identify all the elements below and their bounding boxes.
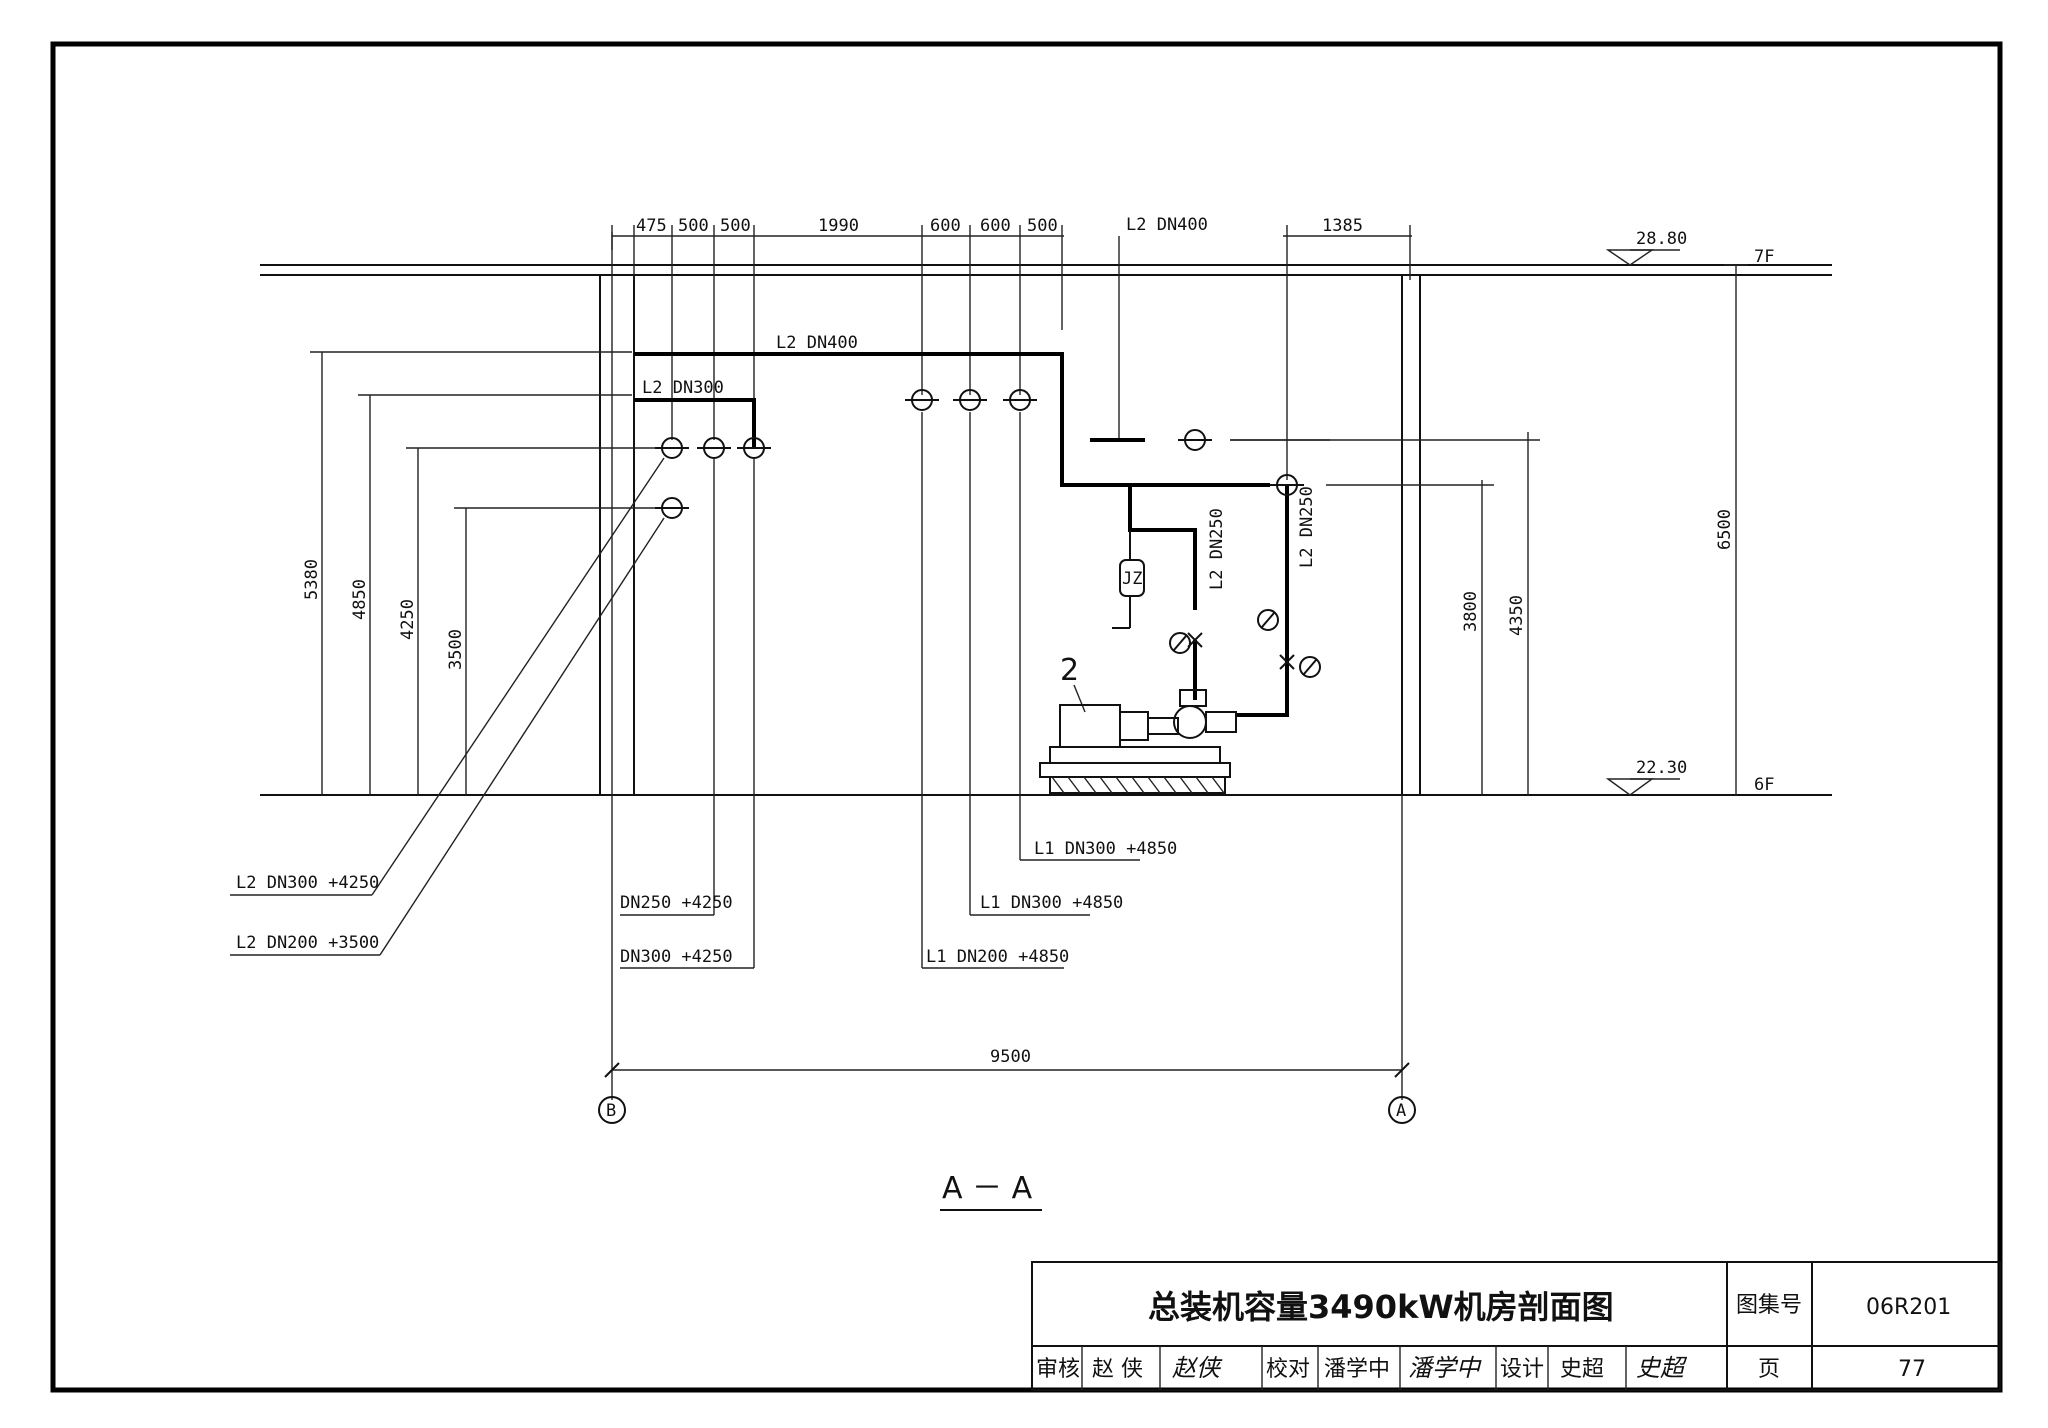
level-bottom-floor: 6F	[1754, 775, 1774, 795]
dim-top-3: 500	[720, 216, 751, 236]
l2-dn300-main-pipe	[634, 398, 756, 448]
axis-label-b: B	[606, 1101, 616, 1121]
l2-dn250-pipe-b	[1236, 485, 1289, 717]
dim-top-7: 500	[1027, 216, 1058, 236]
drawing-title: 总装机容量3490kW机房剖面图	[1148, 1288, 1614, 1326]
pipe-label-l2-dn250-a: L2 DN250	[1207, 508, 1227, 590]
level-marker-bottom: 22.30 6F	[1605, 758, 1774, 796]
leader-label-4: DN250 +4250	[620, 893, 733, 913]
level-top-value: 28.80	[1636, 229, 1687, 249]
review-label: 审核	[1036, 1357, 1080, 1382]
level-marker-top: 28.80 7F	[1605, 229, 1774, 267]
axis-bubbles: B A	[598, 1096, 1416, 1124]
dim-right-2: 4350	[1507, 595, 1527, 636]
top-dimension-chain: 475 500 500 1990 600 600 500 1385 L2 DN4…	[611, 215, 1412, 480]
pipe-sections	[655, 389, 1304, 519]
dim-left-3: 4250	[398, 599, 418, 640]
atlas-number: 06R201	[1866, 1295, 1951, 1320]
dim-top-1: 475	[636, 216, 667, 236]
pipe-network	[634, 352, 1330, 717]
atlas-label: 图集号	[1736, 1293, 1802, 1318]
overall-dimension: 9500	[604, 232, 1410, 1100]
dim-top-2: 500	[678, 216, 709, 236]
dim-top-6: 600	[980, 216, 1011, 236]
pipe-label-l2-dn250-b: L2 DN250	[1297, 486, 1317, 568]
jz-label: JZ	[1122, 569, 1142, 589]
leader-label-1: L1 DN300 +4850	[1034, 839, 1177, 859]
dim-top-4: 1990	[818, 216, 859, 236]
reviewer-name: 赵 侠	[1092, 1357, 1143, 1382]
leader-lines	[230, 412, 1140, 969]
leader-label-3: L1 DN200 +4850	[926, 947, 1069, 967]
gauges	[1169, 609, 1321, 678]
walls	[599, 275, 1421, 795]
leader-label-2: L1 DN300 +4850	[980, 893, 1123, 913]
page-label: 页	[1758, 1357, 1780, 1382]
checker-name: 潘学中	[1324, 1357, 1390, 1382]
right-elevation-dims: 3800 4350 6500	[1230, 264, 1748, 795]
level-bottom-value: 22.30	[1636, 758, 1687, 778]
leader-label-7: L2 DN200 +3500	[236, 933, 379, 953]
sheet-border	[50, 41, 2003, 1393]
reviewer-signature: 赵侠	[1172, 1354, 1223, 1382]
pump-set: 2	[1039, 653, 1237, 794]
dim-top-5: 600	[930, 216, 961, 236]
jz-device: JZ	[1112, 530, 1145, 629]
dim-top-pipe-label: L2 DN400	[1126, 215, 1208, 235]
page-number: 77	[1898, 1357, 1926, 1382]
axis-label-a: A	[1396, 1101, 1406, 1121]
designer-name: 史超	[1560, 1357, 1604, 1382]
floor-slabs	[260, 264, 1832, 796]
pipe-label-l2-dn300: L2 DN300	[642, 378, 724, 398]
pump-motor	[1059, 704, 1121, 748]
title-block: 总装机容量3490kW机房剖面图 图集号 06R201 页 77 审核 赵 侠 …	[1031, 1261, 2001, 1391]
designer-signature: 史超	[1636, 1354, 1688, 1382]
checker-signature: 潘学中	[1408, 1354, 1482, 1382]
leader-label-5: DN300 +4250	[620, 947, 733, 967]
l2-dn250-pipe-a	[1128, 485, 1197, 610]
section-title: A － A	[942, 1171, 1033, 1206]
dim-left-2: 4850	[350, 579, 370, 620]
dim-top-8: 1385	[1322, 216, 1363, 236]
dim-right-1: 3800	[1461, 591, 1481, 632]
dim-right-3: 6500	[1715, 509, 1735, 550]
level-top-floor: 7F	[1754, 247, 1774, 267]
pump-number: 2	[1060, 653, 1079, 688]
dim-left-4: 3500	[446, 629, 466, 670]
l2-dn400-main-pipe	[634, 352, 1270, 487]
left-elevation-dims: 5380 4850 4250 3500	[302, 351, 660, 795]
dim-left-1: 5380	[302, 559, 322, 600]
pipe-label-l2-dn400: L2 DN400	[776, 333, 858, 353]
check-label: 校对	[1266, 1357, 1310, 1382]
overall-dim-value: 9500	[990, 1047, 1031, 1067]
design-label: 设计	[1500, 1357, 1544, 1382]
leader-label-6: L2 DN300 +4250	[236, 873, 379, 893]
pump-base	[1049, 746, 1221, 764]
